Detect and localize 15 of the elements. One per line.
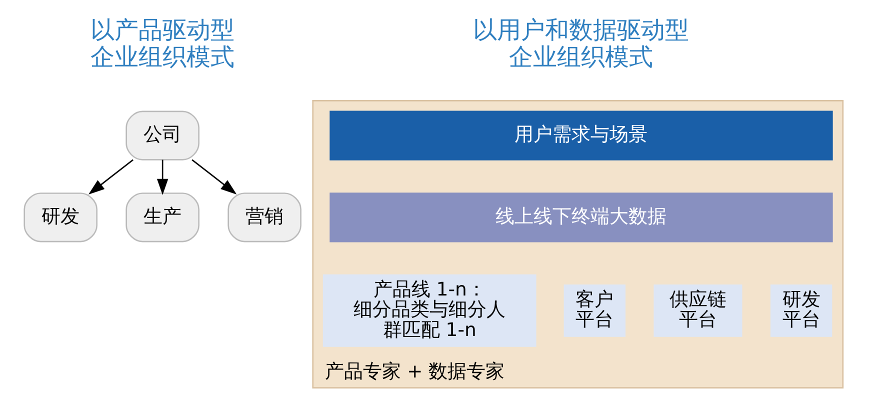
arrow [88, 159, 134, 194]
node-box: 客户平台 [564, 284, 626, 337]
node-box: 研发 [24, 192, 98, 242]
arrow [192, 159, 237, 194]
node-box: 产品线 1-n：细分品类与细分人群匹配 1-n [322, 274, 536, 347]
node-box: 研发平台 [770, 284, 832, 337]
label: 以用户和数据驱动型企业组织模式 [473, 16, 690, 71]
arrow [156, 160, 168, 195]
node-box: 公司 [126, 110, 200, 160]
node-box: 营销 [228, 192, 302, 242]
node-box: 线上线下终端大数据 [330, 192, 833, 242]
node-box: 生产 [126, 192, 200, 242]
node-box: 供应链平台 [654, 284, 742, 337]
label: 以产品驱动型企业组织模式 [90, 16, 235, 71]
node-box: 用户需求与场景 [330, 110, 833, 160]
